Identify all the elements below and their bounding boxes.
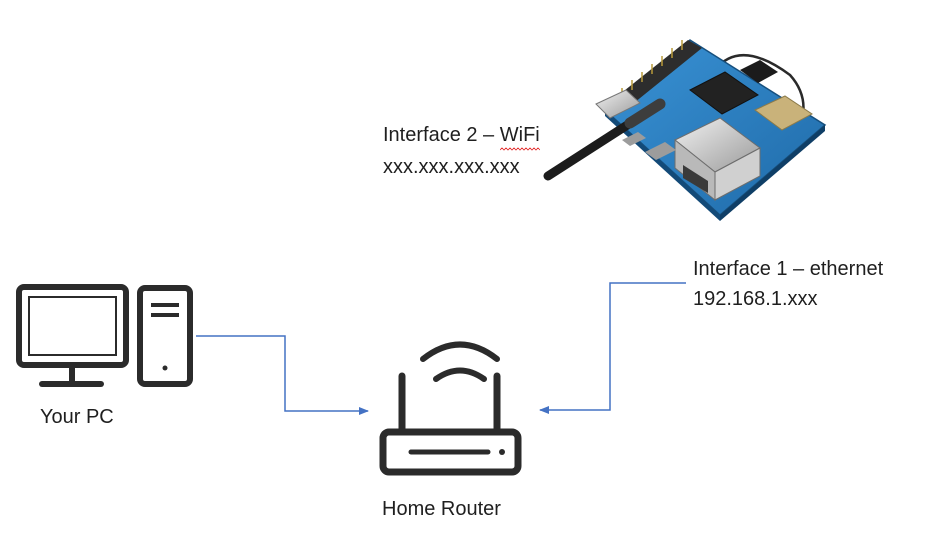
monitor-icon <box>16 284 129 387</box>
wifi-signal-arc-outer <box>420 341 500 362</box>
router-body <box>379 428 522 476</box>
usb-port <box>595 89 641 119</box>
pc-label: Your PC <box>40 406 114 428</box>
router-label: Home Router <box>382 498 501 520</box>
wifi-interface-title-word: WiFi <box>499 121 540 151</box>
gpio-header <box>615 40 702 107</box>
single-board-computer-image <box>543 39 827 221</box>
ethernet-router-connector <box>539 282 686 414</box>
desktop-computer-icon <box>16 284 193 387</box>
wifi-signal-arc-inner <box>433 367 487 382</box>
spellcheck-underline <box>499 147 540 151</box>
wifi-interface-title: Interface 2 – WiFi <box>383 121 540 151</box>
ethernet-interface-title: Interface 1 – ethernet <box>693 258 884 280</box>
ethernet-interface-address: 192.168.1.xxx <box>693 288 818 310</box>
ethernet-port <box>674 117 761 202</box>
tower-icon <box>137 285 193 387</box>
wifi-interface-title-prefix: Interface 2 – <box>383 124 500 146</box>
wifi-interface-address: xxx.xxx.xxx.xxx <box>383 156 520 178</box>
soc-chip <box>689 71 759 115</box>
pc-router-connector <box>196 335 369 415</box>
antenna-cable <box>714 54 805 121</box>
wifi-router-icon <box>379 341 522 476</box>
wifi-module <box>754 95 813 131</box>
router-led <box>499 449 505 455</box>
wifi-word-text: WiFi <box>499 124 540 146</box>
